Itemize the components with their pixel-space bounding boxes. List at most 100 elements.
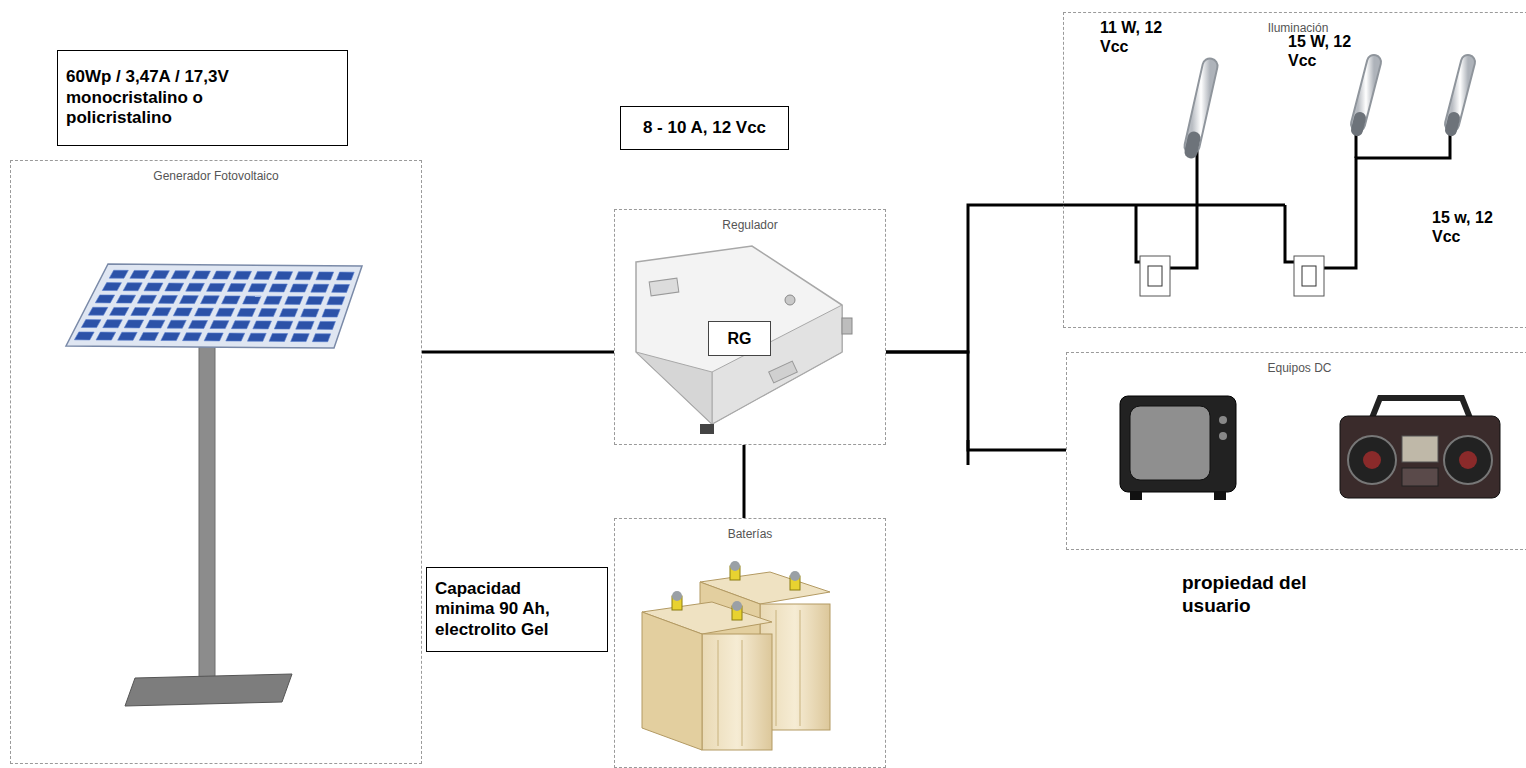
- area-title: Generador Fotovoltaico: [11, 161, 421, 183]
- solar-cell: [231, 321, 250, 329]
- solar-cell: [222, 296, 241, 304]
- solar-cell: [216, 308, 235, 316]
- solar-cell: [124, 320, 143, 328]
- solar-cell: [291, 334, 310, 342]
- solar-cell: [207, 283, 226, 291]
- fluorescent-lamp: [1191, 62, 1468, 152]
- panel-cells: [74, 270, 354, 342]
- solar-cell: [123, 283, 142, 291]
- component-area: Baterías: [614, 518, 886, 768]
- solar-cell: [137, 295, 156, 303]
- component-area: ReguladorRG: [614, 209, 886, 445]
- solar-cell: [116, 295, 135, 303]
- solar-cell: [210, 321, 229, 329]
- spec-box: 60Wp / 3,47A / 17,3V monocristalino o po…: [57, 50, 348, 146]
- solar-cell: [146, 320, 165, 328]
- light-switch: [1140, 256, 1324, 296]
- solar-cell: [269, 284, 287, 292]
- spec-box: Capacidad minima 90 Ah, electrolito Gel: [426, 567, 608, 652]
- solar-cell: [227, 284, 245, 292]
- solar-cell: [258, 309, 277, 317]
- solar-cell: [247, 333, 266, 341]
- solar-cell: [158, 295, 177, 303]
- solar-cell: [295, 272, 313, 280]
- solar-cell: [88, 307, 107, 315]
- solar-cell: [296, 321, 314, 329]
- wire: [886, 352, 1066, 450]
- solar-cell: [189, 320, 208, 328]
- solar-cell: [179, 296, 198, 304]
- solar-cell: [192, 271, 211, 279]
- solar-cell: [285, 296, 303, 304]
- solar-cell: [201, 296, 220, 304]
- solar-cell: [204, 333, 223, 341]
- solar-cell: [103, 320, 123, 328]
- solar-cell: [109, 270, 128, 278]
- solar-cell: [312, 334, 330, 342]
- solar-cell: [161, 333, 180, 341]
- solar-cell: [336, 272, 354, 280]
- solar-cell: [275, 272, 293, 280]
- battery-bank: [642, 561, 830, 750]
- lamp-rating: 15 W, 12 Vcc: [1288, 32, 1356, 70]
- solar-cell: [171, 271, 190, 279]
- lamp-rating: 15 w, 12 Vcc: [1432, 208, 1512, 246]
- wire: [422, 351, 614, 354]
- spec-text: 60Wp / 3,47A / 17,3V monocristalino o po…: [66, 67, 301, 128]
- solar-cell: [237, 308, 256, 316]
- panel-frame: [66, 264, 362, 348]
- area-title: Baterías: [615, 519, 885, 541]
- solar-cell: [165, 283, 184, 291]
- solar-cell: [254, 271, 272, 279]
- solar-cell: [274, 321, 293, 329]
- solar-cell: [327, 297, 345, 305]
- device-label-box: RG: [708, 321, 771, 356]
- solar-cell: [306, 297, 324, 305]
- ownership-note: propiedad del usuario: [1182, 572, 1352, 618]
- solar-cell: [167, 320, 186, 328]
- solar-cell: [248, 284, 266, 292]
- solar-cell: [96, 332, 116, 340]
- solar-cell: [186, 283, 205, 291]
- solar-cell: [173, 308, 192, 316]
- solar-cell: [253, 321, 272, 329]
- solar-cell: [81, 320, 101, 328]
- solar-cell: [195, 308, 214, 316]
- solar-cell: [131, 308, 150, 316]
- solar-cell: [95, 295, 114, 303]
- spec-box: 8 - 10 A, 12 Vcc: [620, 106, 789, 150]
- area-title: Regulador: [615, 210, 885, 232]
- solar-cell: [264, 296, 282, 304]
- spec-text: RG: [728, 330, 752, 348]
- solar-cell: [152, 308, 171, 316]
- solar-cell: [317, 321, 335, 329]
- solar-cell: [226, 333, 245, 341]
- solar-cell: [139, 332, 158, 340]
- solar-cell: [130, 270, 149, 278]
- component-area: Generador Fotovoltaico: [10, 160, 422, 764]
- solar-cell: [322, 309, 340, 317]
- solar-cell: [269, 333, 288, 341]
- solar-cell: [110, 307, 129, 315]
- solar-cell: [213, 271, 231, 279]
- spec-text: 8 - 10 A, 12 Vcc: [643, 118, 766, 138]
- spec-text: Capacidad minima 90 Ah, electrolito Gel: [435, 579, 580, 640]
- wire: [886, 205, 1063, 352]
- solar-cell: [316, 272, 334, 280]
- solar-cell: [118, 332, 138, 340]
- panel-base: [125, 674, 292, 706]
- wire: [743, 445, 746, 518]
- television: [1120, 396, 1236, 500]
- solar-cell: [144, 283, 163, 291]
- solar-cell: [74, 332, 94, 340]
- lamp-rating: 11 W, 12 Vcc: [1100, 18, 1168, 56]
- solar-cell: [243, 296, 261, 304]
- regulator-device: [636, 246, 852, 434]
- solar-cell: [233, 271, 251, 279]
- solar-cell: [280, 309, 298, 317]
- solar-cell: [332, 284, 350, 292]
- area-title: Equipos DC: [1067, 353, 1526, 375]
- solar-cell: [151, 271, 170, 279]
- solar-cell: [183, 333, 202, 341]
